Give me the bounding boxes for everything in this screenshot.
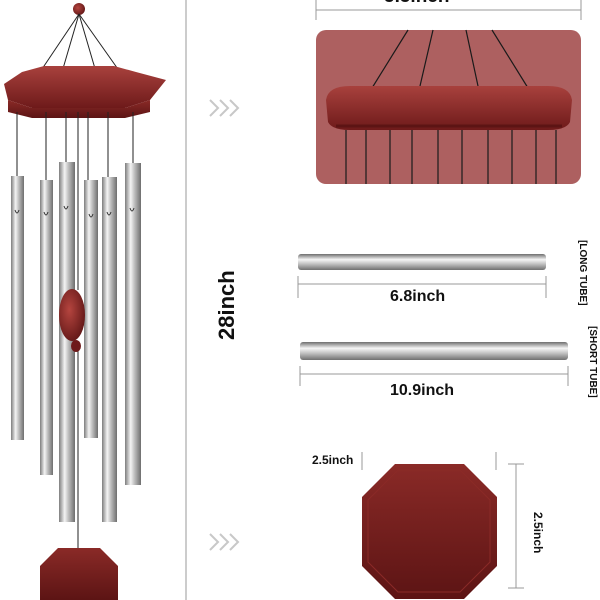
chime-tubes (11, 162, 141, 522)
sail-octagon (362, 464, 497, 599)
sail-height-label: 2.5inch (531, 512, 545, 554)
hanging-bead (73, 3, 85, 15)
sail-width-dimension (361, 452, 497, 470)
short-tube-length-label: 10.9inch (390, 382, 455, 399)
sail-diagram (361, 452, 524, 599)
chime-tube-6 (125, 163, 141, 485)
long-tube-dimension (297, 276, 547, 298)
top-closeup (316, 29, 581, 184)
wind-chime-full (4, 3, 166, 600)
top-width-label: 5.5inch (384, 0, 449, 8)
hanging-strings (39, 13, 121, 73)
chime-tube-1 (11, 176, 24, 440)
short-tube-diagram (299, 342, 569, 386)
sail-width-label: 2.5inch (312, 453, 354, 467)
chime-tube-4 (84, 180, 98, 438)
top-wood-platform (4, 66, 166, 108)
long-tube-diagram (297, 254, 547, 298)
closeup-wood-platform (326, 86, 572, 130)
arrow-icon-top (209, 99, 240, 117)
striker-bead (71, 340, 81, 352)
sail-height-dimension (508, 463, 524, 589)
long-tube (298, 254, 546, 270)
striker-ball (59, 289, 85, 341)
chime-tube-3 (59, 162, 75, 522)
short-tube-tag: [SHORT TUBE] (587, 326, 598, 398)
long-tube-length-label: 6.8inch (390, 288, 446, 305)
short-tube (300, 342, 568, 360)
top-wood-edge (8, 100, 150, 118)
chime-tube-2 (40, 180, 53, 475)
top-width-dimension (315, 0, 582, 20)
bottom-sail (40, 548, 118, 600)
total-length-label: 28inch (214, 270, 239, 340)
short-tube-dimension (299, 366, 569, 386)
chime-tube-5 (102, 177, 117, 522)
tube-strings (16, 112, 134, 548)
tube-hook-marks (14, 205, 135, 218)
arrow-icon-bottom (209, 533, 240, 551)
long-tube-tag: [LONG TUBE] (577, 240, 588, 306)
